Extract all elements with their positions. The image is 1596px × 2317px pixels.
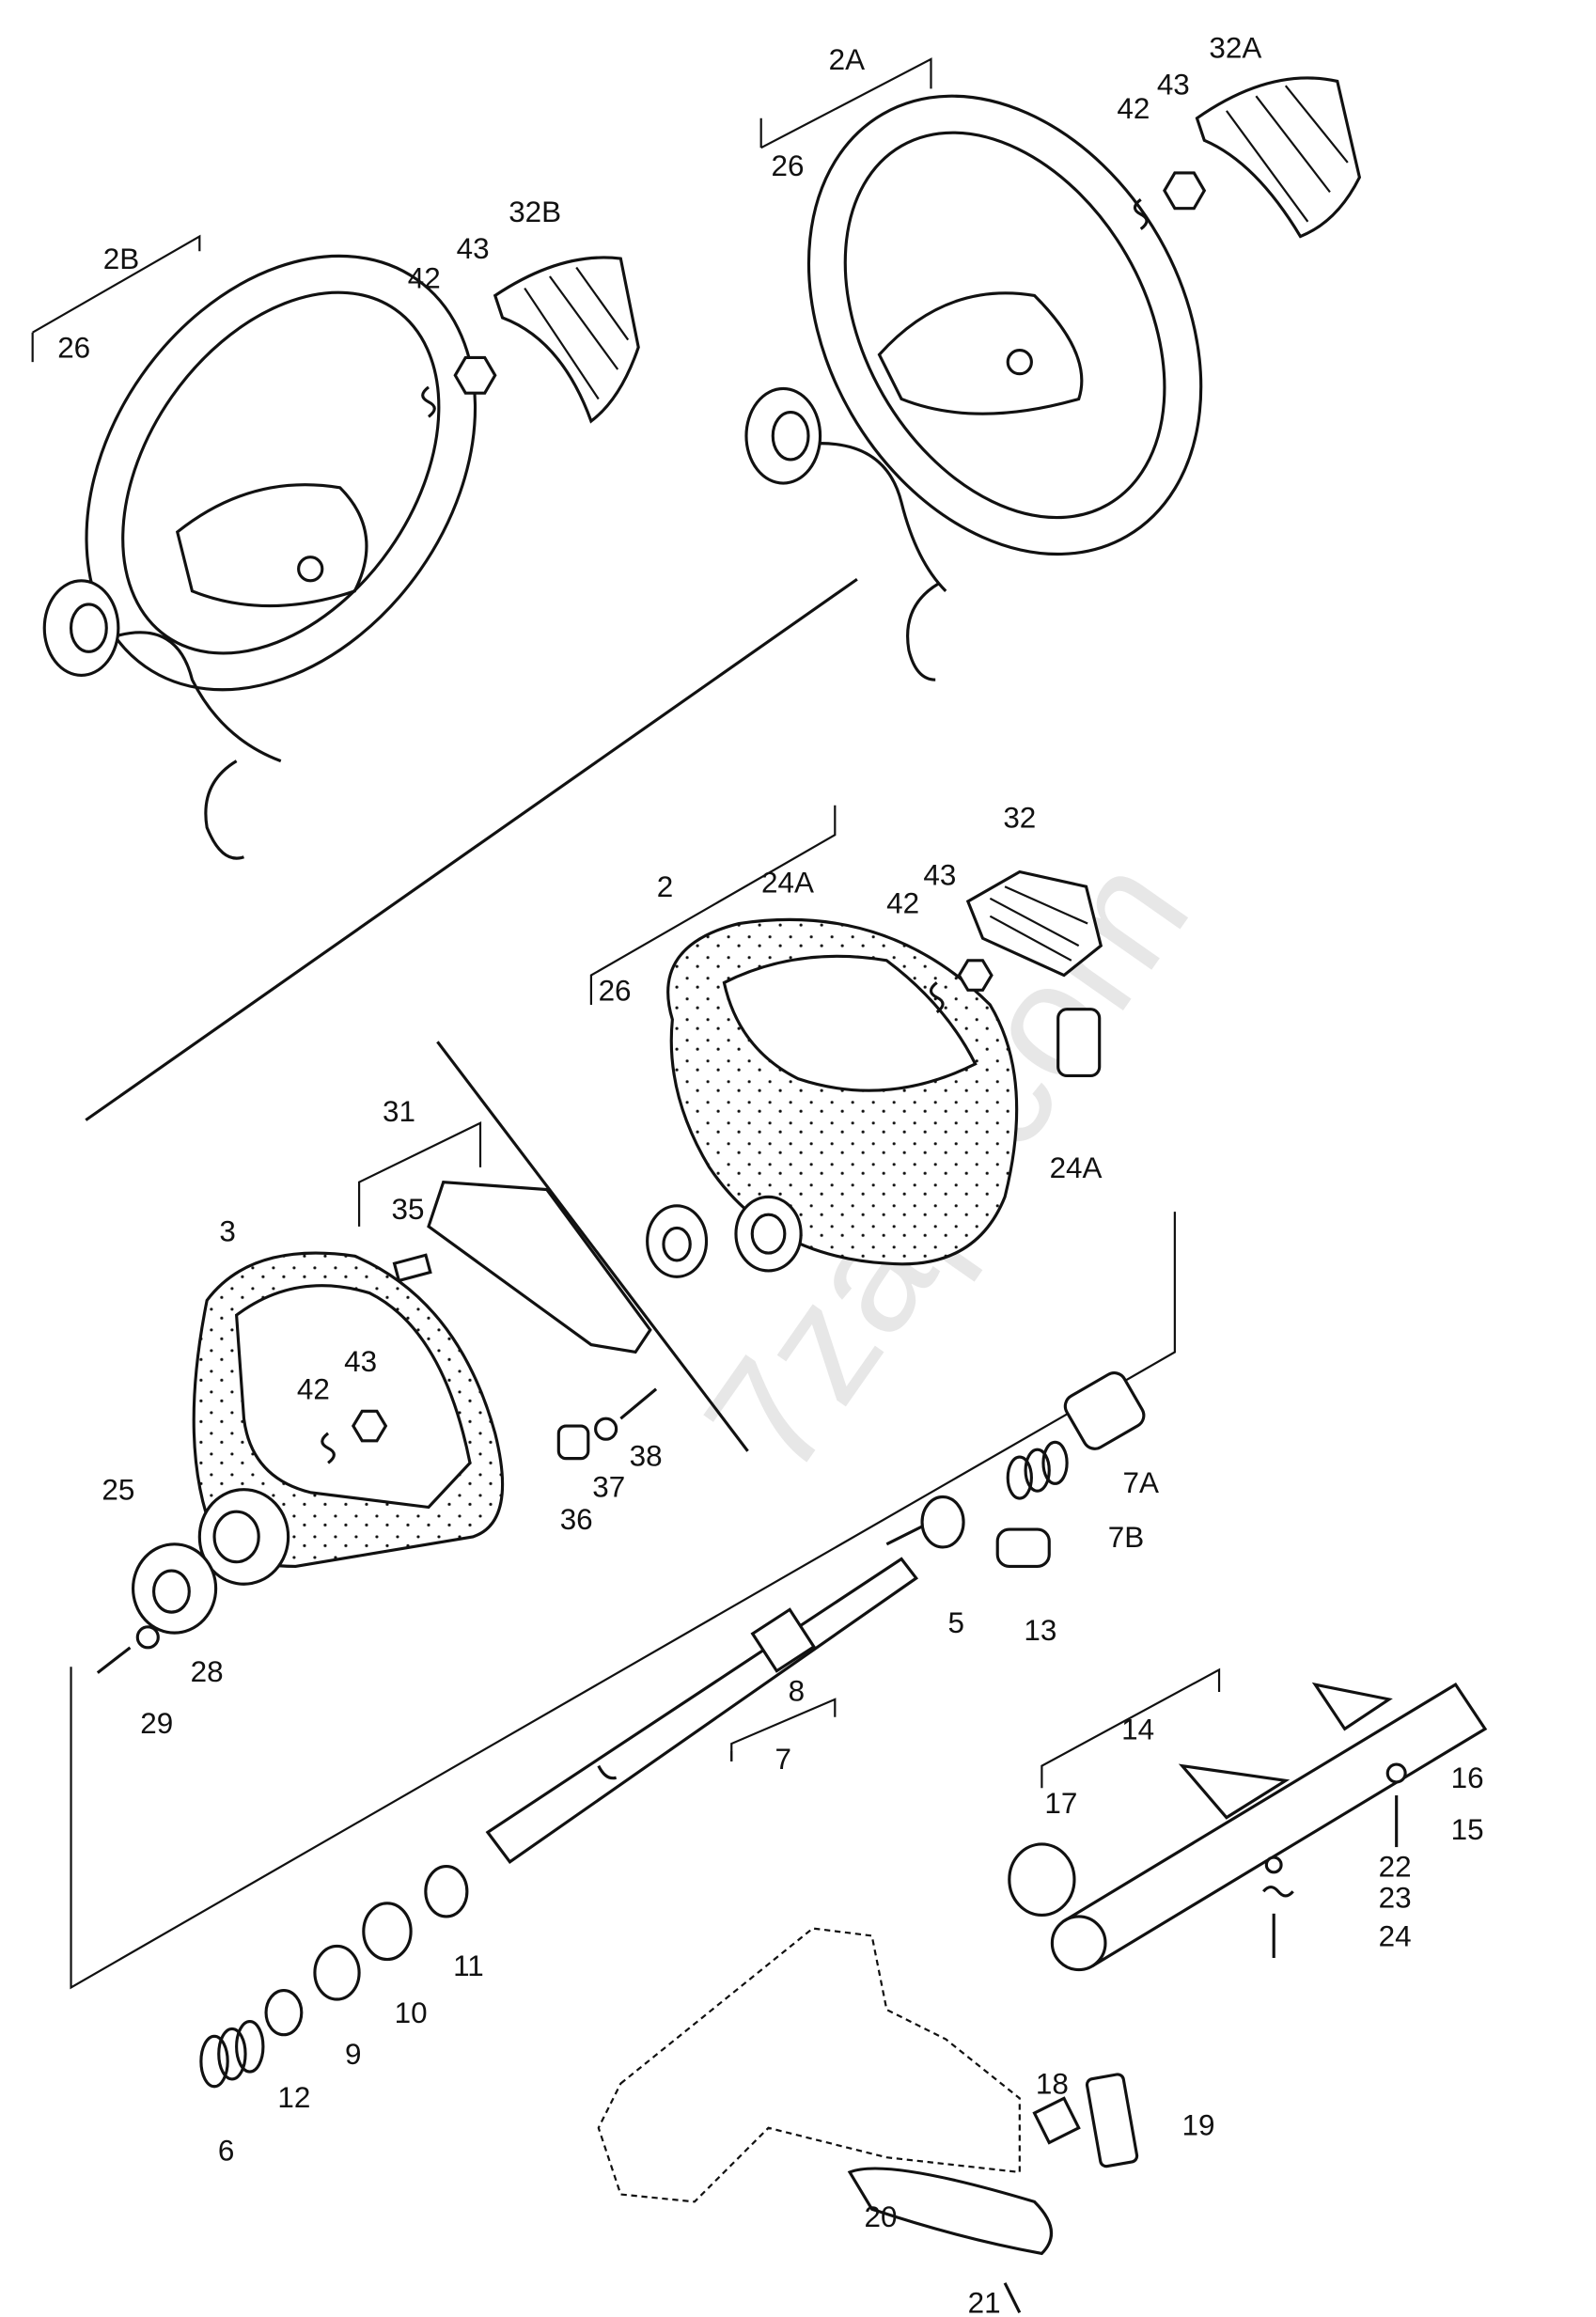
callout-label: 9 [345, 2038, 361, 2071]
column-housing-outline [597, 1927, 1021, 2203]
bearing-11 [424, 1864, 469, 1918]
callout-label: 28 [191, 1655, 224, 1688]
callout-label: 36 [560, 1503, 593, 1536]
callout-label: 42 [297, 1373, 330, 1406]
cover-19 [1085, 2073, 1139, 2168]
callout-label: 14 [1121, 1713, 1154, 1746]
divider-line [85, 577, 858, 1121]
callout-label: 24A [761, 867, 814, 900]
callout-label: 10 [395, 1996, 428, 2029]
callout-label: 26 [772, 149, 805, 182]
ring-5 [920, 1495, 965, 1549]
callout-label: 19 [1182, 2109, 1215, 2142]
bushing-36 [556, 1424, 590, 1461]
bearing-10 [362, 1902, 413, 1962]
callout-label: 29 [140, 1707, 173, 1740]
bracket-7 [730, 1698, 837, 1761]
spring-6 [199, 2020, 265, 2089]
callout-label: 7 [775, 1743, 791, 1776]
callout-label: 2 [657, 870, 673, 903]
spring-washer-42 [929, 981, 945, 1014]
callout-label: 18 [1036, 2068, 1069, 2101]
callout-label: 43 [457, 232, 490, 265]
lever-18 [1032, 2096, 1081, 2145]
callout-label: 25 [102, 1474, 134, 1507]
horn-pad-32a [1195, 76, 1362, 239]
callout-label: 17 [1044, 1787, 1077, 1820]
callout-label: 2A [829, 43, 865, 76]
bushing-9 [313, 1944, 361, 2001]
callout-label: 31 [383, 1095, 415, 1128]
callout-label: 7A [1122, 1466, 1158, 1499]
divider-line [436, 1041, 749, 1452]
callout-label: 42 [408, 262, 441, 295]
spring-washer-42 [421, 385, 436, 418]
callout-label: 26 [57, 331, 90, 364]
callout-label: 12 [277, 2081, 310, 2114]
steering-shaft [485, 1512, 947, 1864]
callout-label: 11 [453, 1949, 484, 1982]
horn-pad-32b [493, 256, 640, 424]
horn-pad-32 [965, 869, 1103, 978]
callout-label: 23 [1379, 1882, 1412, 1915]
callout-label: 6 [218, 2134, 234, 2167]
washer-16 [1385, 1762, 1407, 1784]
screw-21 [1003, 2282, 1022, 2313]
column-tube-14 [1041, 1667, 1488, 1972]
steering-wheel-3 [131, 1121, 505, 1635]
clip-24a [1056, 1008, 1102, 1078]
bracket-line [70, 1212, 1176, 1990]
callout-label: 42 [886, 887, 919, 920]
steering-wheel-2a [744, 57, 1203, 681]
horn-plate-31 [427, 1180, 652, 1354]
callout-label: 42 [1117, 92, 1150, 125]
callout-label: 35 [391, 1193, 424, 1226]
callout-label: 37 [592, 1471, 625, 1504]
callout-label: 3 [219, 1215, 235, 1248]
nut-43 [957, 959, 994, 992]
callout-label: 43 [923, 859, 956, 892]
callout-label: 20 [865, 2200, 898, 2233]
spring-washer-23 [1261, 1885, 1294, 1898]
callout-label: 16 [1451, 1761, 1484, 1794]
washer-22 [1264, 1855, 1283, 1874]
bushing-17 [1008, 1842, 1076, 1917]
washer-37 [594, 1417, 618, 1441]
callout-label: 22 [1379, 1851, 1412, 1884]
callout-label: 43 [1157, 69, 1190, 102]
callout-label: 21 [968, 2286, 1001, 2317]
screw-38 [619, 1387, 658, 1420]
callout-label: 32 [1003, 801, 1036, 834]
callout-label: 24 [1379, 1919, 1412, 1952]
callout-label: 32A [1209, 31, 1261, 64]
callout-label: 7B [1108, 1521, 1144, 1554]
screw-29 [96, 1646, 132, 1674]
callout-label: 15 [1451, 1813, 1484, 1846]
nut-43 [453, 355, 497, 395]
bushing-13 [995, 1527, 1051, 1568]
callout-label: 26 [599, 974, 632, 1007]
callout-label: 38 [630, 1439, 663, 1472]
callout-label: 24A [1050, 1151, 1103, 1184]
spring-washer-42 [321, 1432, 336, 1464]
nut-43 [351, 1409, 388, 1443]
callout-label: 5 [947, 1606, 963, 1639]
sleeve-7a [1063, 1371, 1146, 1450]
nut-43 [1163, 171, 1207, 211]
callout-label: 2B [103, 243, 139, 275]
callout-label: 8 [789, 1674, 805, 1707]
spring-washer-42 [1133, 197, 1149, 230]
trim-20 [847, 2167, 1054, 2256]
callout-label: 13 [1024, 1614, 1056, 1647]
spring-35 [392, 1253, 432, 1283]
steering-wheel-2b [31, 234, 477, 860]
spring-7b [1006, 1440, 1069, 1500]
ring-12 [264, 1989, 304, 2037]
washer-28 [135, 1625, 160, 1650]
callout-label: 43 [344, 1345, 377, 1378]
steering-wheel-2 [589, 805, 1019, 1278]
callout-label: 32B [509, 196, 561, 228]
